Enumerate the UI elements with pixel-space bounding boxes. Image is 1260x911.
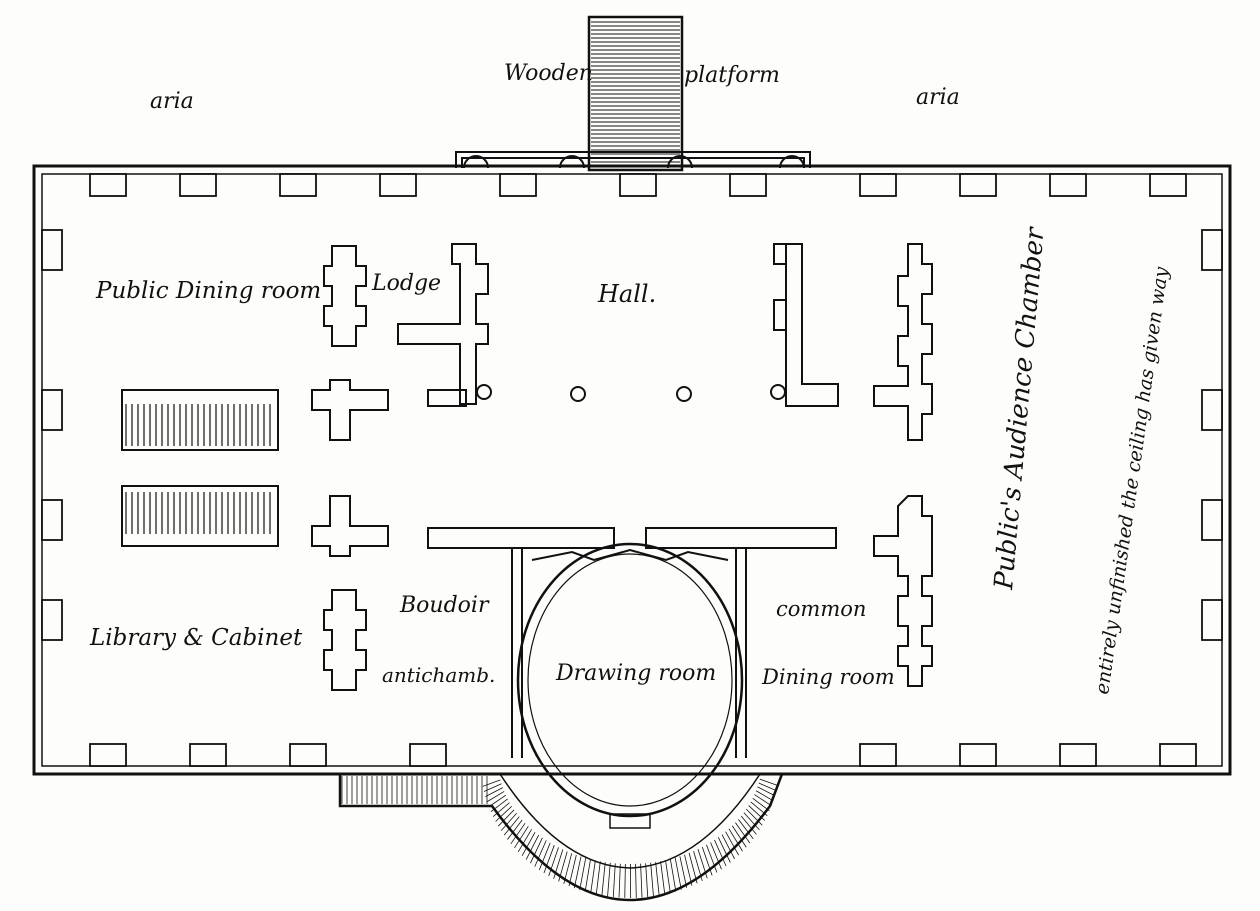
staircases <box>121 389 279 547</box>
room-labels: aria aria Wooden platform Public Dining … <box>89 61 1173 696</box>
label-platform: platform <box>684 63 780 88</box>
label-public-audience-chamber: Public's Audience Chamber <box>989 225 1051 592</box>
entrance-portico <box>455 151 811 169</box>
label-dining-room: Dining room <box>761 665 895 689</box>
label-hall: Hall. <box>597 280 656 308</box>
label-lodge: Lodge <box>371 271 441 296</box>
label-unfinished-note: entirely unfinished the ceiling has give… <box>1091 265 1173 695</box>
label-drawing-room: Drawing room <box>555 661 716 686</box>
label-area-left: aria <box>150 89 194 114</box>
hall-columns <box>476 384 786 402</box>
outer-walls <box>32 164 1232 776</box>
label-antichamber: antichamb. <box>382 663 495 687</box>
wooden-platform <box>587 15 684 172</box>
label-area-right: aria <box>916 85 960 110</box>
interior-walls <box>311 243 933 758</box>
label-wooden: Wooden <box>504 61 593 86</box>
label-library-cabinet: Library & Cabinet <box>89 625 303 651</box>
label-public-dining-room: Public Dining room <box>95 278 321 304</box>
label-boudoir: Boudoir <box>399 593 490 618</box>
label-common: common <box>776 597 866 621</box>
south-bow-colonnade <box>338 773 784 902</box>
oval-drawing-room <box>516 542 744 829</box>
